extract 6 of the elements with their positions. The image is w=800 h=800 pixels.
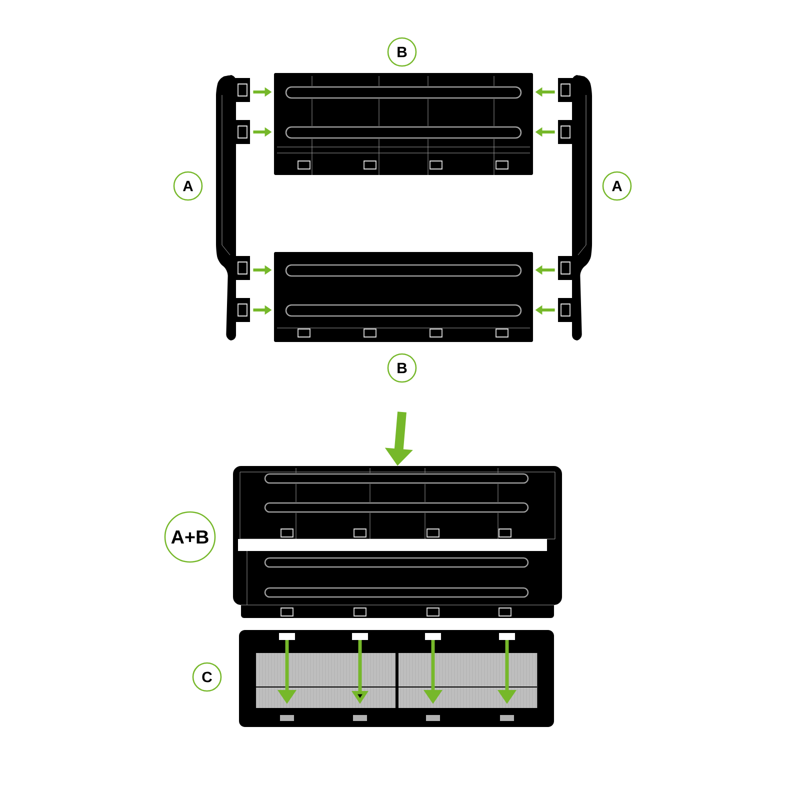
- panel-drawing: [274, 252, 533, 342]
- side-frame-drawing: [216, 75, 250, 341]
- panel-drawing: [274, 73, 533, 176]
- filter-drawing: [239, 630, 554, 727]
- assembled-frame-drawing: [233, 466, 562, 618]
- side-frame-drawing: [558, 75, 592, 341]
